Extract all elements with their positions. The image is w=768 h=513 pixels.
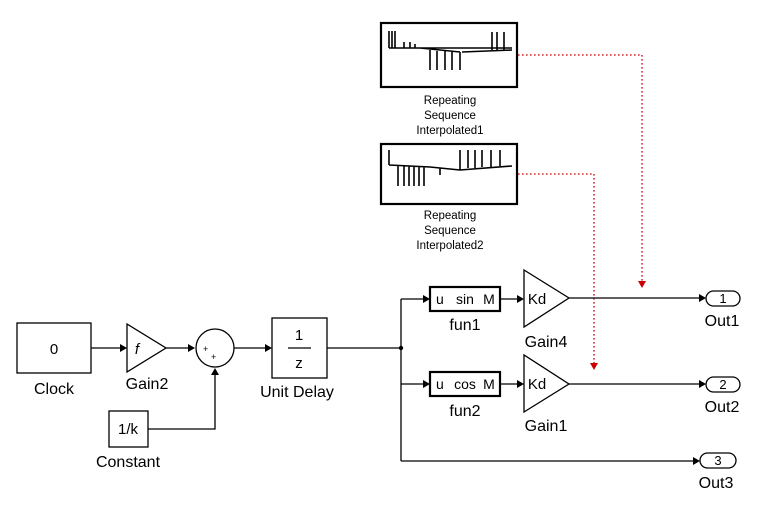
fun1-block[interactable]: u sin M <box>428 285 502 313</box>
fun2-output-m: M <box>483 376 495 392</box>
gain1-label: Gain1 <box>525 418 568 435</box>
gain4-label: Gain4 <box>525 334 568 351</box>
out1-port[interactable]: 1 <box>705 290 741 307</box>
gain4-triangle <box>523 268 571 329</box>
sum-sign-plus-bottom: + <box>211 352 216 362</box>
signal-clock-to-gain2-arrow <box>120 344 127 352</box>
signal-to-fun2-arrow <box>423 380 430 388</box>
unit-delay-label: Unit Delay <box>260 384 334 401</box>
out3-port[interactable]: 3 <box>699 452 737 469</box>
signal-to-out3-arrow <box>693 457 700 465</box>
gain2-label: Gain2 <box>126 376 169 393</box>
out1-number: 1 <box>719 291 726 306</box>
clock-value: 0 <box>50 341 58 358</box>
out3-label: Out3 <box>699 475 734 492</box>
fun2-block[interactable]: u cos M <box>428 370 502 398</box>
signal-fun2-to-gain1-arrow <box>517 380 524 388</box>
rep-seq1-waveform-icon <box>388 31 513 70</box>
gain1-value: Kd <box>528 376 546 393</box>
dotted-signal-rep-seq1 <box>518 54 643 282</box>
gain2-block[interactable]: f <box>126 322 168 374</box>
sum-block[interactable]: + + <box>195 328 235 368</box>
signal-sum-to-unit-delay-arrow <box>265 344 272 352</box>
out2-oval <box>705 376 741 393</box>
fun1-function: sin <box>456 291 474 307</box>
rep-seq2-box <box>379 142 519 206</box>
dotted-signal-rep-seq2 <box>518 173 595 364</box>
out1-oval <box>705 290 741 307</box>
out2-label: Out2 <box>705 399 740 416</box>
rep-seq2-waveform-icon <box>388 150 513 186</box>
fun2-input-u: u <box>436 376 444 392</box>
constant-label: Constant <box>96 454 161 471</box>
unit-delay-denominator: z <box>295 355 303 372</box>
gain4-value: Kd <box>528 291 546 308</box>
gain1-block[interactable]: Kd <box>523 353 571 414</box>
clock-label: Clock <box>34 381 75 398</box>
fun1-output-m: M <box>483 291 495 307</box>
repeating-sequence-interpolated2-block[interactable] <box>379 142 519 206</box>
fun1-input-u: u <box>436 291 444 307</box>
signal-to-fun1-arrow <box>423 295 430 303</box>
rep-seq1-box <box>379 21 519 89</box>
clock-box <box>16 322 92 374</box>
sum-sign-plus-left: + <box>203 344 208 354</box>
signal-gain2-to-sum-arrow <box>188 344 195 352</box>
signal-gain4-to-out1-arrow <box>699 294 706 302</box>
signal-constant-to-sum-arrow <box>211 368 219 375</box>
signal-gain1-to-out2-arrow <box>699 380 706 388</box>
fun1-label: fun1 <box>449 317 480 334</box>
gain1-triangle <box>523 353 571 414</box>
out2-port[interactable]: 2 <box>705 376 741 393</box>
rep-seq2-label-line1: Repeating <box>424 210 476 222</box>
constant-block[interactable]: 1/k <box>108 410 149 448</box>
fun2-box <box>428 370 502 398</box>
gain4-block[interactable]: Kd <box>523 268 571 329</box>
out3-oval <box>699 452 737 469</box>
constant-value: 1/k <box>118 421 139 438</box>
out1-label: Out1 <box>705 313 740 330</box>
out3-number: 3 <box>714 453 721 468</box>
dotted-signal-rep-seq1-arrow <box>638 281 646 288</box>
fun2-function: cos <box>454 376 476 392</box>
rep-seq1-label-line3: Interpolated1 <box>416 125 483 137</box>
unit-delay-block[interactable]: 1 z <box>271 317 328 379</box>
rep-seq2-label-line2: Sequence <box>424 225 476 237</box>
dotted-signal-rep-seq2-arrow <box>590 363 598 370</box>
rep-seq1-label-line1: Repeating <box>424 95 476 107</box>
gain2-triangle <box>126 322 168 374</box>
gain2-value: f <box>135 341 141 358</box>
out2-number: 2 <box>719 377 726 392</box>
repeating-sequence-interpolated1-block[interactable] <box>379 21 519 89</box>
fun2-label: fun2 <box>449 403 480 420</box>
rep-seq1-label-line2: Sequence <box>424 110 476 122</box>
signal-constant-to-sum <box>148 375 216 430</box>
rep-seq2-label-line3: Interpolated2 <box>416 240 483 252</box>
clock-block[interactable]: 0 <box>16 322 92 374</box>
signal-fun1-to-gain4-arrow <box>517 295 524 303</box>
unit-delay-numerator: 1 <box>295 327 303 344</box>
